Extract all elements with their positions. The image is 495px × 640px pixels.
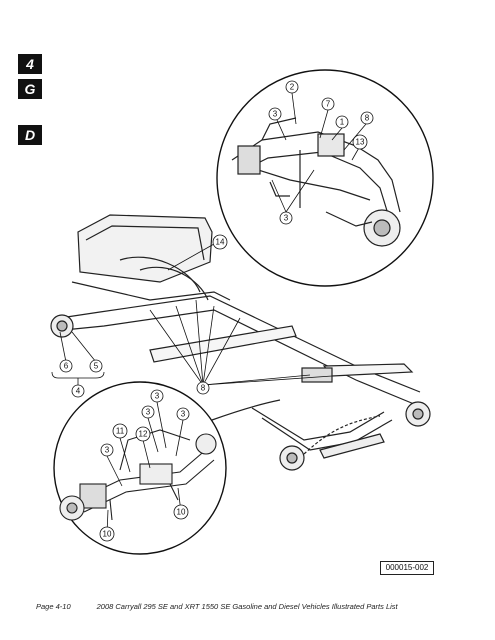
svg-text:12: 12 xyxy=(139,430,148,439)
callout-7: 7 xyxy=(321,97,335,111)
figure-id-label: 000015-002 xyxy=(380,561,434,575)
group-bracket xyxy=(51,371,105,379)
callout-3: 3 xyxy=(268,107,282,121)
svg-text:8: 8 xyxy=(365,114,370,123)
callout-1: 1 xyxy=(335,115,349,129)
svg-text:6: 6 xyxy=(64,362,69,371)
callout-14: 14 xyxy=(212,234,228,250)
callout-3: 3 xyxy=(176,407,190,421)
callout-8: 8 xyxy=(360,111,374,125)
svg-text:3: 3 xyxy=(284,214,289,223)
section-tab-d: D xyxy=(18,125,42,145)
callout-3: 3 xyxy=(141,405,155,419)
callout-3: 3 xyxy=(100,443,114,457)
document-title: 2008 Carryall 295 SE and XRT 1550 SE Gas… xyxy=(96,602,398,611)
section-tab-g: G xyxy=(18,79,42,99)
section-tab-4: 4 xyxy=(18,54,42,74)
svg-text:7: 7 xyxy=(326,100,331,109)
callout-10: 10 xyxy=(173,504,189,520)
svg-text:3: 3 xyxy=(181,410,186,419)
svg-text:11: 11 xyxy=(116,427,125,436)
svg-text:14: 14 xyxy=(216,238,225,247)
callout-12: 12 xyxy=(135,426,151,442)
callout-3: 3 xyxy=(150,389,164,403)
callout-8: 8 xyxy=(196,381,210,395)
callout-13: 13 xyxy=(352,134,368,150)
callout-4: 4 xyxy=(71,384,85,398)
svg-text:3: 3 xyxy=(146,408,151,417)
frame-assembly-drawing xyxy=(50,214,431,471)
callout-5: 5 xyxy=(89,359,103,373)
svg-text:1: 1 xyxy=(340,118,345,127)
svg-text:10: 10 xyxy=(177,508,186,517)
svg-text:13: 13 xyxy=(356,138,365,147)
svg-text:3: 3 xyxy=(155,392,160,401)
callout-3: 3 xyxy=(279,211,293,225)
callout-11: 11 xyxy=(112,423,128,439)
svg-text:5: 5 xyxy=(94,362,99,371)
svg-text:2: 2 xyxy=(290,83,295,92)
svg-text:8: 8 xyxy=(201,384,206,393)
svg-text:3: 3 xyxy=(273,110,278,119)
callout-6: 6 xyxy=(59,359,73,373)
page-number: Page 4-10 xyxy=(36,602,71,611)
front-axle-detail-circle xyxy=(53,381,227,555)
rear-axle-detail-circle xyxy=(216,69,434,287)
svg-text:3: 3 xyxy=(105,446,110,455)
page-footer: Page 4-10 2008 Carryall 295 SE and XRT 1… xyxy=(36,602,476,611)
svg-text:10: 10 xyxy=(103,530,112,539)
svg-text:4: 4 xyxy=(76,387,81,396)
callout-10: 10 xyxy=(99,526,115,542)
callout-2: 2 xyxy=(285,80,299,94)
